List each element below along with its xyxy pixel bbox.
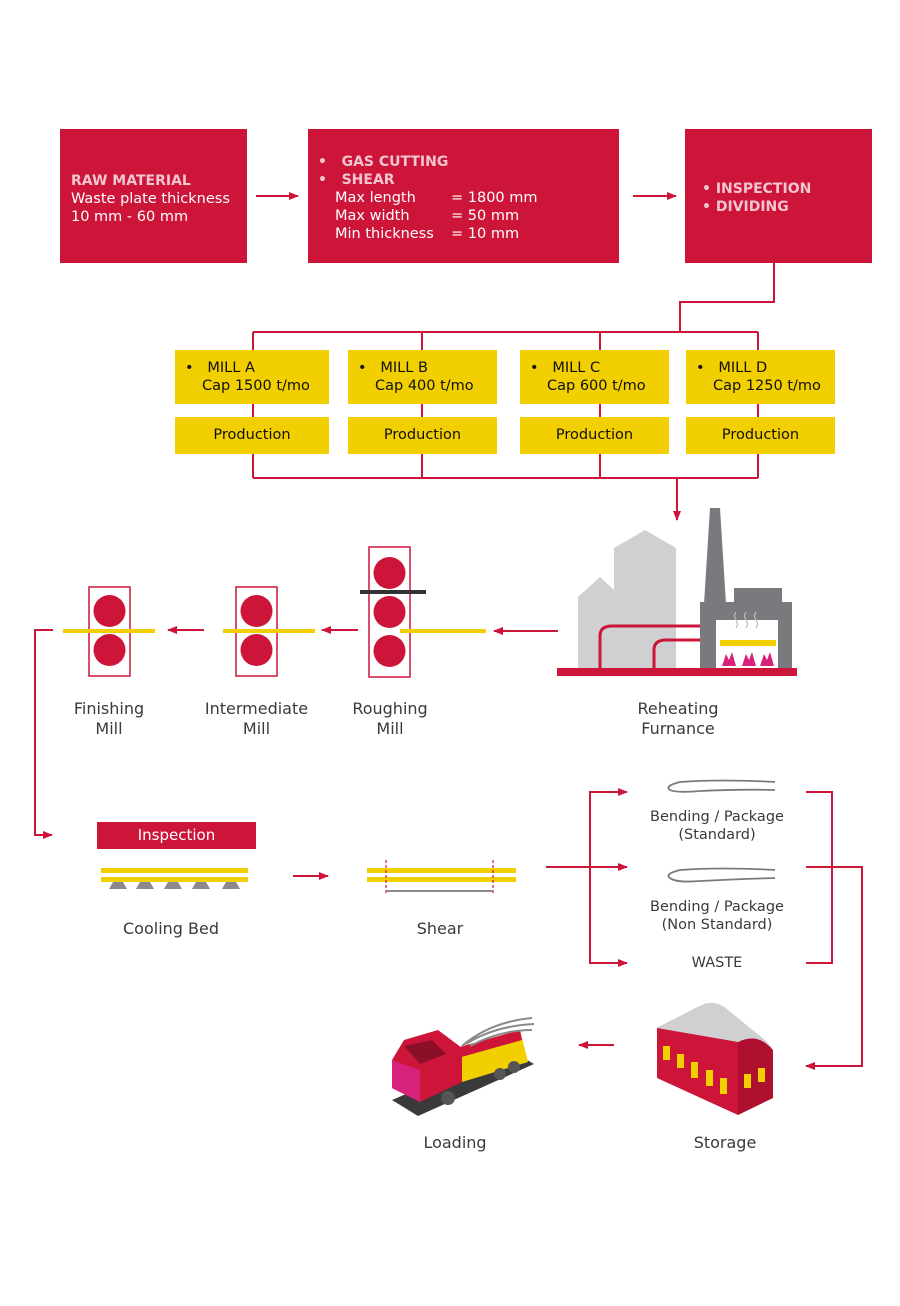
mill-cap: Cap 400 t/mo	[375, 378, 474, 394]
cooling-inspection-banner: Inspection	[97, 822, 256, 849]
reheating-furnace-icon	[557, 508, 797, 676]
inspection-dividing-box: • INSPECTION • DIVIDING	[685, 129, 872, 263]
mill-c-box: • MILL C Cap 600 t/mo	[520, 350, 669, 404]
production-box-a: Production	[175, 417, 329, 454]
intermediate-mill-icon	[223, 586, 315, 677]
cutting-box: • GAS CUTTING • SHEAR Max length= 1800 m…	[308, 129, 619, 263]
mill-name: • MILL A	[185, 360, 255, 376]
inspection-item: • INSPECTION	[702, 181, 812, 197]
shear-item: • SHEAR	[318, 172, 395, 188]
mill-b-box: • MILL B Cap 400 t/mo	[348, 350, 497, 404]
cutting-item: • GAS CUTTING	[318, 154, 449, 170]
mill-cap: Cap 1500 t/mo	[202, 378, 310, 394]
waste-label: WASTE	[691, 955, 743, 971]
connector-to-storage	[805, 866, 863, 1070]
dividing-item: • DIVIDING	[702, 199, 789, 215]
storage-icon	[657, 1002, 773, 1115]
bending-nonstandard-icon	[667, 867, 776, 883]
shear-label: Shear	[416, 919, 464, 938]
spec-row: Max width= 50 mm	[335, 208, 520, 224]
production-box-c: Production	[520, 417, 669, 454]
raw-material-line2: 10 mm - 60 mm	[71, 209, 189, 225]
connector-finishing-to-cooling	[34, 629, 53, 839]
mill-cap: Cap 600 t/mo	[547, 378, 646, 394]
raw-material-line1: Waste plate thickness	[71, 191, 230, 207]
shear-icon	[367, 860, 516, 893]
raw-material-box: RAW MATERIAL Waste plate thickness 10 mm…	[60, 129, 247, 263]
roughing-mill-icon	[360, 546, 486, 678]
cooling-bed-label: Cooling Bed	[123, 919, 219, 938]
mill-name: • MILL D	[696, 360, 768, 376]
bending-standard-label: Bending / Package(Standard)	[650, 809, 784, 843]
mill-name: • MILL C	[530, 360, 601, 376]
mill-cap: Cap 1250 t/mo	[713, 378, 821, 394]
spec-row: Min thickness= 10 mm	[335, 226, 520, 242]
production-box-b: Production	[348, 417, 497, 454]
mill-d-box: • MILL D Cap 1250 t/mo	[686, 350, 835, 404]
loading-truck-icon	[392, 1017, 535, 1116]
mill-name: • MILL B	[358, 360, 428, 376]
raw-material-title: RAW MATERIAL	[71, 173, 191, 189]
bending-nonstandard-label: Bending / Package(Non Standard)	[650, 899, 784, 933]
connector-inspection-to-mills	[679, 262, 775, 332]
finishing-mill-icon	[63, 586, 155, 677]
spec-row: Max length= 1800 mm	[335, 190, 538, 206]
mill-a-box: • MILL A Cap 1500 t/mo	[175, 350, 329, 404]
cooling-bed-icon	[101, 868, 248, 889]
bending-standard-icon	[667, 779, 776, 793]
storage-label: Storage	[693, 1133, 757, 1152]
loading-label: Loading	[423, 1133, 487, 1152]
production-box-d: Production	[686, 417, 835, 454]
